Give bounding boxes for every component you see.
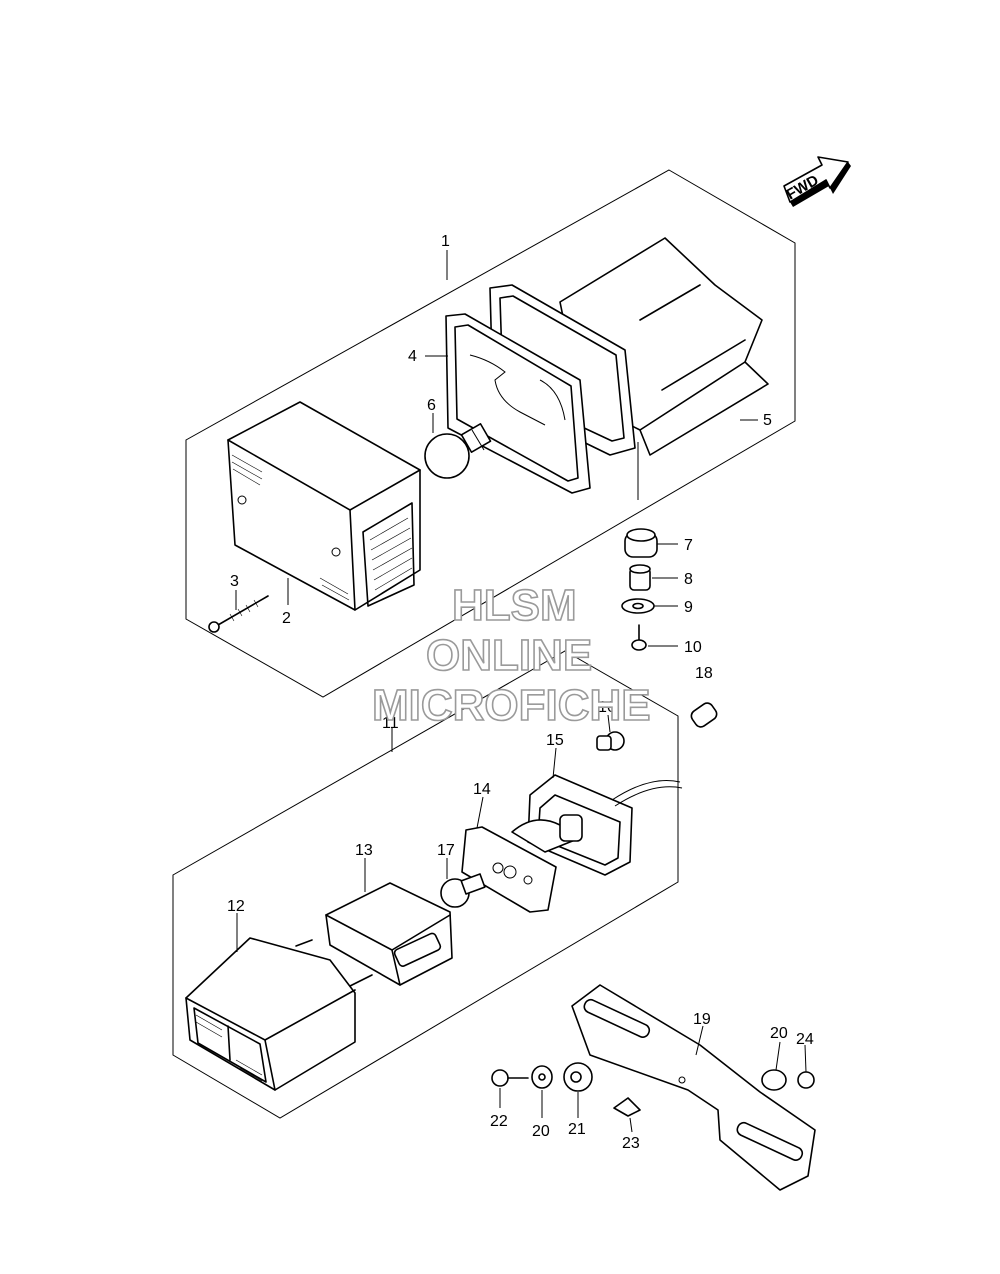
washer	[621, 598, 655, 614]
license-lamp-lens	[325, 882, 453, 986]
watermark-line-1: HLSM	[452, 581, 577, 630]
nut-washer	[761, 1069, 815, 1091]
bolt-small	[596, 731, 625, 751]
callout-14: 14	[473, 781, 491, 798]
callout-20-left: 20	[532, 1123, 550, 1140]
callout-13: 13	[355, 842, 373, 859]
spacer	[690, 702, 718, 728]
license-lamp-housing	[511, 774, 683, 876]
clip	[613, 1097, 641, 1117]
license-bracket	[571, 984, 816, 1191]
watermark-line-3: MICROFICHE	[372, 681, 651, 730]
callout-9: 9	[684, 599, 693, 616]
callout-20-right: 20	[770, 1025, 788, 1042]
watermark: HLSM ONLINE MICROFICHE	[371, 580, 651, 731]
callout-19: 19	[693, 1011, 711, 1028]
callout-12: 12	[227, 898, 245, 915]
license-lamp-cover	[185, 937, 373, 1091]
callout-4: 4	[408, 348, 417, 365]
callout-2: 2	[282, 610, 291, 627]
license-lamp-assembly-outline	[172, 650, 679, 1119]
screw-long	[208, 595, 269, 633]
callout-1: 1	[441, 233, 450, 250]
callout-3: 3	[230, 573, 239, 590]
callout-8: 8	[684, 571, 693, 588]
fwd-arrow-icon: FWD	[783, 156, 851, 207]
callout-10: 10	[684, 639, 702, 656]
callout-labels: 1 4 6 5 7 8 9 10 3 2 18 11 16 15 14 13 1…	[227, 233, 814, 1152]
leader-lines	[235, 250, 807, 1133]
callout-23: 23	[622, 1135, 640, 1152]
tail-lamp-assembly-outline	[185, 169, 796, 698]
reflector-plate	[461, 826, 557, 913]
bulb-icon	[424, 423, 492, 479]
tail-lamp-lens	[227, 401, 421, 611]
callout-7: 7	[684, 537, 693, 554]
callout-24: 24	[796, 1031, 814, 1048]
callout-6: 6	[427, 397, 436, 414]
callout-17: 17	[437, 842, 455, 859]
lens-gasket	[445, 313, 591, 494]
callout-16: 16	[598, 699, 616, 716]
callout-21: 21	[568, 1121, 586, 1138]
watermark-line-2: ONLINE	[426, 631, 592, 680]
callout-5: 5	[763, 412, 772, 429]
callout-15: 15	[546, 732, 564, 749]
rubber-cushion	[563, 1062, 593, 1092]
screw-bolt	[491, 1069, 529, 1087]
collar	[629, 564, 651, 591]
grommet	[624, 528, 658, 558]
callout-18: 18	[695, 665, 713, 682]
callout-11: 11	[382, 715, 399, 732]
callout-22: 22	[490, 1113, 508, 1130]
screw-short	[631, 624, 647, 651]
small-bulb-icon	[440, 873, 486, 908]
flat-washer	[531, 1065, 553, 1089]
